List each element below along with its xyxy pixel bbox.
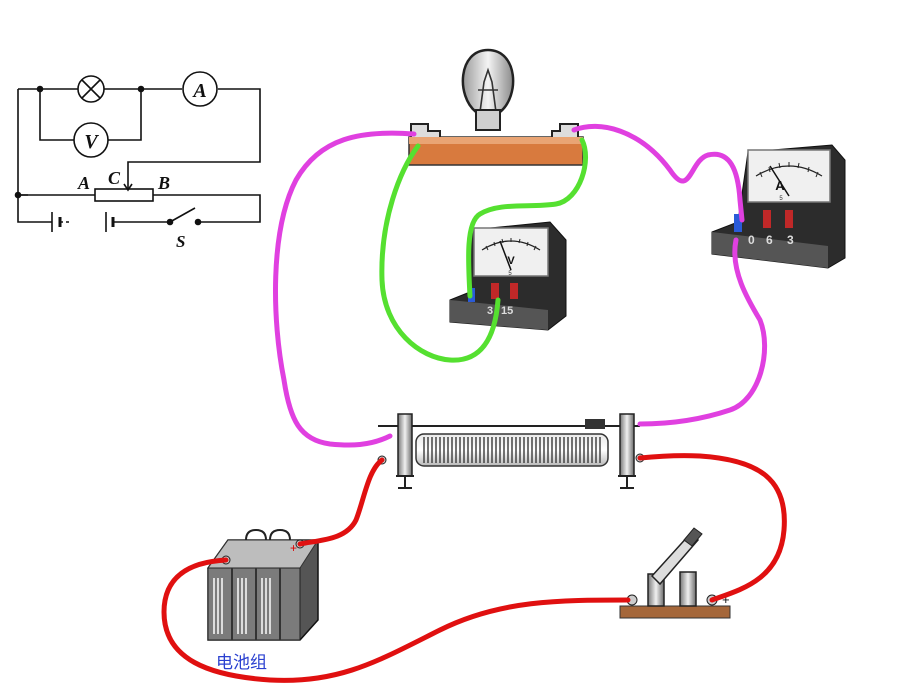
ammeter-base	[712, 232, 828, 268]
schematic-right-wire	[127, 88, 261, 182]
lamp-board-top	[409, 137, 583, 144]
green-wire-lamp-to-voltmeter[interactable]	[379, 143, 501, 363]
ammeter-small-mark: 5	[779, 196, 783, 202]
battery-pack: + 电池组	[207, 528, 319, 673]
lamp-holder	[408, 48, 584, 166]
schematic-rheostat-tail	[153, 194, 261, 223]
rheostat-device	[377, 413, 645, 489]
ammeter-dial	[747, 149, 831, 203]
switch-base	[619, 605, 731, 619]
knife-switch: - +	[612, 527, 731, 619]
green-wire-lamp-to-voltmeter-neg[interactable]	[466, 137, 588, 299]
rheostat-slider[interactable]	[585, 419, 605, 429]
ammeter-terminal-0-label: 0	[748, 233, 755, 247]
magenta-wire-lamp-to-ammeter[interactable]	[571, 123, 745, 223]
schematic-voltmeter-label: V	[84, 131, 99, 153]
red-wire-switch-to-rheostat[interactable]	[637, 453, 787, 603]
light-bulb-icon	[461, 48, 515, 114]
voltmeter-15v-terminal[interactable]	[510, 283, 518, 299]
voltmeter-letter: V	[507, 255, 515, 267]
voltmeter-3v-terminal[interactable]	[491, 283, 499, 299]
ammeter-6a-terminal[interactable]	[763, 210, 771, 228]
voltmeter-ticks	[485, 238, 537, 251]
voltmeter-device: V 5 3 15	[449, 221, 567, 331]
schematic-point-c-label: C	[108, 168, 121, 188]
junction-dot	[14, 191, 22, 199]
ammeter-letter: A	[775, 178, 785, 193]
switch-contact-dot	[194, 218, 202, 226]
voltmeter-dial	[473, 227, 549, 277]
battery-cell-grilles	[213, 578, 271, 634]
rheostat-left-foot	[396, 475, 414, 489]
ammeter-terminal-3-label: 3	[787, 233, 794, 247]
ammeter-needle	[769, 165, 790, 197]
schematic-voltmeter-branch-left	[39, 89, 74, 141]
switch-plus-label: +	[722, 592, 730, 607]
red-wire-battery-to-switch[interactable]	[161, 557, 631, 683]
schematic-point-a-label: A	[77, 173, 90, 193]
schematic-point-b-label: B	[157, 173, 170, 193]
red-wire-rheostat-to-battery[interactable]	[297, 457, 385, 547]
ammeter-ticks	[759, 162, 819, 178]
switch-blade[interactable]	[650, 532, 700, 586]
ammeter-terminal-6-label: 6	[766, 233, 773, 247]
switch-handle[interactable]	[683, 527, 703, 547]
rheostat-right-foot	[618, 475, 636, 489]
voltmeter-terminal-15-label: 15	[501, 305, 513, 317]
schematic-left-wire	[17, 89, 28, 196]
rheostat-right-post	[619, 413, 635, 477]
schematic-voltmeter-branch-right	[108, 89, 142, 141]
magenta-wire-ammeter-to-rheostat[interactable]	[637, 237, 768, 427]
lamp-cross-icon	[77, 75, 105, 103]
junction-dot	[137, 85, 145, 93]
schematic-switch-label: S	[176, 232, 185, 251]
schematic-voltmeter-circle	[73, 122, 109, 158]
schematic-rheostat	[94, 188, 154, 202]
voltmeter-small-mark: 5	[508, 271, 512, 277]
voltmeter-needle	[499, 240, 512, 271]
schematic-bottom-left-wire	[17, 195, 52, 223]
switch-pivot-dot	[166, 218, 174, 226]
circuit-schematic	[14, 71, 261, 232]
voltmeter-terminal-3-label: 3	[487, 305, 493, 317]
rheostat-left-post	[397, 413, 413, 477]
battery-cell-dividers	[231, 568, 281, 640]
lamp-left-clip[interactable]	[410, 123, 441, 137]
schematic-ammeter-label: A	[191, 80, 206, 102]
ammeter-0-terminal[interactable]	[734, 214, 742, 232]
battery-plus-label: +	[290, 541, 297, 555]
battery-handles	[245, 528, 291, 541]
schematic-switch-blade	[169, 207, 196, 223]
bulb-filament	[478, 67, 498, 113]
schematic-slider-head	[123, 183, 133, 192]
ammeter-device: A 5 0 6 3	[711, 144, 846, 269]
rheostat-coil-windings	[423, 437, 601, 463]
battery-label: 电池组	[216, 653, 267, 673]
voltmeter-base	[450, 300, 548, 330]
junction-dot	[36, 85, 44, 93]
ammeter-3a-terminal[interactable]	[785, 210, 793, 228]
schematic-ammeter-circle	[182, 71, 218, 107]
magenta-wire-lamp-to-rheostat[interactable]	[273, 130, 417, 448]
bulb-base	[475, 109, 501, 131]
switch-contact-post	[679, 571, 697, 607]
